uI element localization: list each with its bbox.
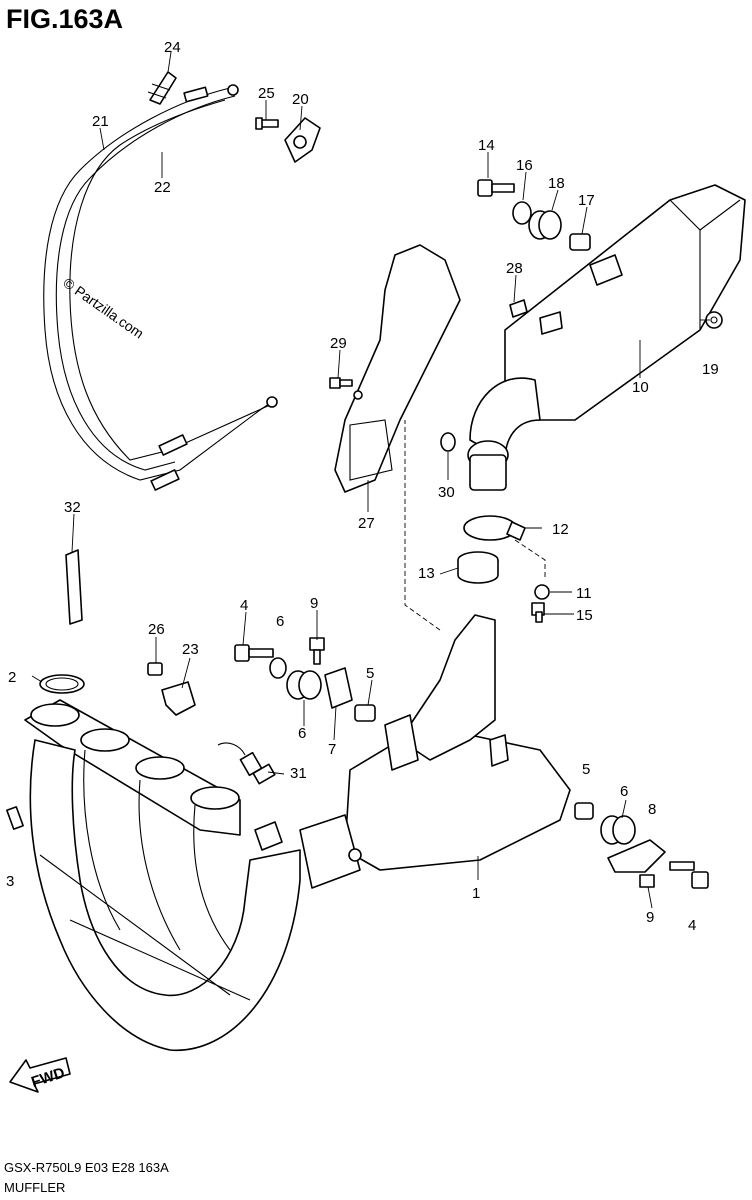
callout-30: 30: [438, 484, 455, 501]
callout-6-right: 6: [620, 783, 628, 800]
callout-6-lower: 6: [298, 725, 306, 742]
callout-2: 2: [8, 669, 16, 686]
callout-24: 24: [164, 39, 181, 56]
nut-26: [147, 662, 163, 676]
gasket-13: [457, 551, 499, 584]
watermark: © Partzilla.com: [60, 274, 146, 341]
oxygen-sensor-31: [217, 742, 276, 785]
model-code: GSX-R750L9 E03 E28 163A: [4, 1160, 169, 1175]
callout-20: 20: [292, 91, 309, 108]
bolt-9-lower: [639, 874, 655, 888]
grommet-6-lower: [286, 670, 322, 700]
grommet-18: [528, 210, 562, 240]
callout-9-lower: 9: [646, 909, 654, 926]
callout-1: 1: [472, 885, 480, 902]
callout-19: 19: [702, 361, 719, 378]
callout-22: 22: [154, 179, 171, 196]
heat-guard-27: [334, 244, 461, 493]
callout-21: 21: [92, 113, 109, 130]
callout-16: 16: [516, 157, 533, 174]
washer-6-upper: [269, 657, 287, 679]
callout-12: 12: [552, 521, 569, 538]
leader-lines: [31, 51, 710, 909]
collar-5-right: [574, 802, 594, 820]
figure-title: FIG.163A: [6, 4, 124, 34]
callout-31: 31: [290, 765, 307, 782]
forward-arrow-icon: FWD: [9, 1057, 71, 1093]
bracket-23: [161, 681, 196, 716]
clip-24: [147, 71, 177, 105]
callout-26: 26: [148, 621, 165, 638]
exhaust-header-pipes: [24, 699, 301, 1051]
washer-30: [440, 432, 456, 452]
collar-17: [569, 233, 591, 251]
section-name: MUFFLER: [4, 1180, 66, 1195]
bolt-9-upper: [309, 637, 325, 665]
cable-21-22: [43, 84, 278, 491]
callout-7: 7: [328, 741, 336, 758]
callout-10: 10: [632, 379, 649, 396]
bracket-8: [607, 839, 666, 873]
clip-28: [509, 299, 528, 318]
bolt-4-upper: [234, 644, 274, 662]
nut-11: [534, 584, 550, 600]
callout-6-upper: 6: [276, 613, 284, 630]
callout-13: 13: [418, 565, 435, 582]
strap-32: [65, 549, 83, 625]
bolt-3: [6, 806, 24, 830]
callout-11: 11: [576, 585, 592, 602]
callout-numbers: 24 25 20 21 22 14 16 18 17 28 29 10 19 3…: [6, 39, 719, 934]
callout-32: 32: [64, 499, 81, 516]
callout-8: 8: [648, 801, 656, 818]
gasket-2: [39, 674, 85, 694]
bolt-25: [255, 117, 279, 130]
bracket-7: [324, 667, 353, 709]
collar-5-left: [354, 704, 376, 722]
callout-5-right: 5: [582, 761, 590, 778]
clamp-12: [463, 515, 526, 541]
callout-15: 15: [576, 607, 593, 624]
callout-4-lower: 4: [688, 917, 696, 934]
callout-9-upper: 9: [310, 595, 318, 612]
callout-29: 29: [330, 335, 347, 352]
callout-18: 18: [548, 175, 565, 192]
muffler-10: [467, 184, 746, 491]
callout-23: 23: [182, 641, 199, 658]
washer-16: [512, 201, 532, 225]
callout-17: 17: [578, 192, 595, 209]
callout-25: 25: [258, 85, 275, 102]
callout-5-left: 5: [366, 665, 374, 682]
bolt-14: [477, 179, 515, 197]
bolt-4-lower: [669, 861, 709, 889]
bolt-15: [531, 602, 545, 623]
grommet-6-right: [600, 815, 636, 845]
callout-27: 27: [358, 515, 375, 532]
callout-14: 14: [478, 137, 495, 154]
bolt-29: [329, 377, 353, 389]
exhaust-chamber-1: [299, 420, 571, 889]
callout-28: 28: [506, 260, 523, 277]
callout-3: 3: [6, 873, 14, 890]
callout-4-upper: 4: [240, 597, 248, 614]
bracket-20: [284, 117, 321, 163]
